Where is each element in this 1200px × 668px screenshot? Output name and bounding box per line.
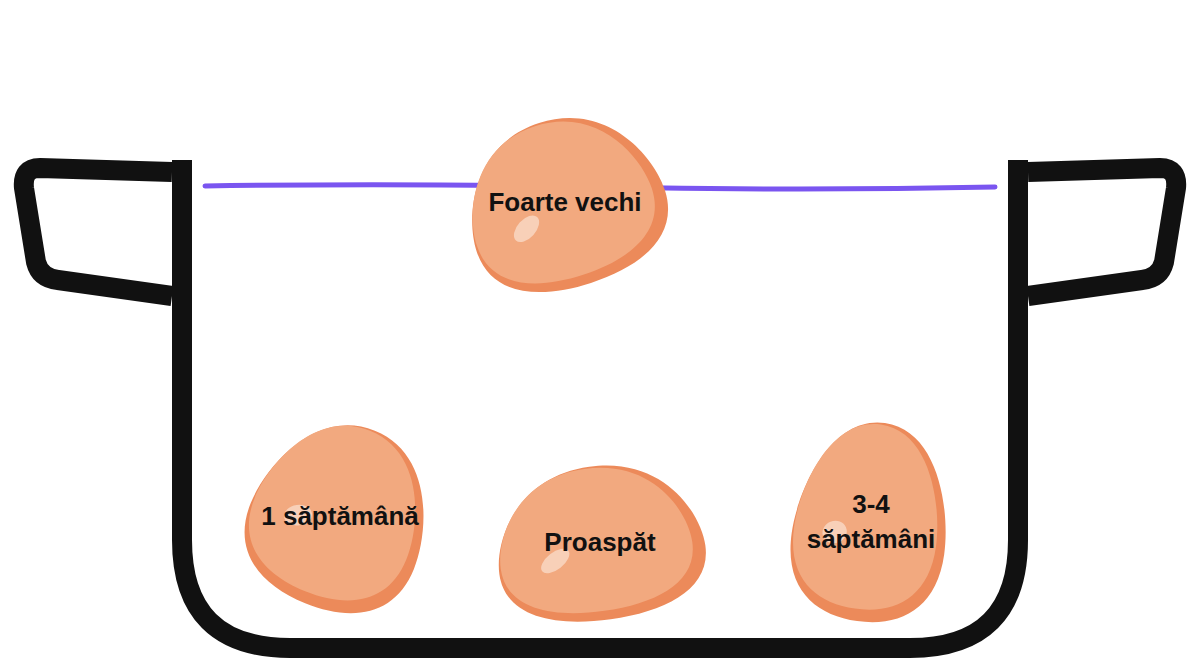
pot-handle [1028,168,1176,296]
pot-handle [24,168,172,296]
egg: Proaspăt [492,462,708,624]
pot-handle [60,206,150,258]
egg: Foarte vechi [462,115,668,291]
egg: 1 săptămână [248,420,432,614]
egg-label: Proaspăt [544,525,655,560]
egg: 3-4 săptămâni [790,418,952,626]
egg-shape [790,418,952,626]
egg-label: 1 săptămână [261,499,419,534]
pot-handle [1050,206,1140,258]
egg-label: 3-4 săptămâni [796,487,946,557]
egg-label: Foarte vechi [488,185,641,220]
